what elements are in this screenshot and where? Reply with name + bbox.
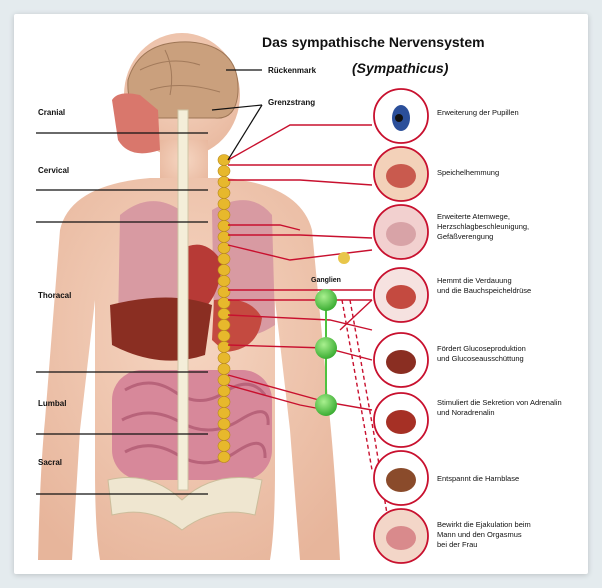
stomach-icon bbox=[374, 268, 428, 322]
effect-line: Herzschlagbeschleunigung, bbox=[437, 222, 587, 232]
effect-icons bbox=[374, 89, 428, 563]
ganglion-3 bbox=[315, 394, 337, 416]
chain-ganglion bbox=[218, 221, 230, 232]
effect-text: Erweiterung der Pupillen bbox=[437, 108, 587, 118]
ganglion-2 bbox=[315, 337, 337, 359]
effect-line: Fördert Glucoseproduktion bbox=[437, 344, 587, 354]
effect-text: Speichelhemmung bbox=[437, 168, 587, 178]
effect-line: Erweiterung der Pupillen bbox=[437, 108, 587, 118]
chain-ganglion bbox=[218, 419, 230, 430]
effect-line: und Noradrenalin bbox=[437, 408, 587, 418]
label-rueckenmark: Rückenmark bbox=[268, 66, 316, 75]
liver-icon bbox=[374, 333, 428, 387]
label-grenzstrang: Grenzstrang bbox=[268, 98, 315, 107]
chain-ganglion bbox=[218, 342, 230, 353]
label-ganglien: Ganglien bbox=[311, 277, 341, 284]
liver bbox=[110, 298, 212, 361]
effect-line: Entspannt die Harnblase bbox=[437, 474, 587, 484]
effect-text: Fördert Glucoseproduktionund Glucoseauss… bbox=[437, 344, 587, 364]
page-subtitle: (Sympathicus) bbox=[352, 60, 448, 76]
effect-text: Hemmt die Verdauungund die Bauchspeichel… bbox=[437, 276, 587, 296]
region-sacral: Sacral bbox=[38, 458, 62, 467]
region-cervical: Cervical bbox=[38, 166, 69, 175]
effect-line: Erweiterte Atemwege, bbox=[437, 212, 587, 222]
chain-ganglion bbox=[218, 287, 230, 298]
bladder-icon bbox=[374, 451, 428, 505]
effect-line: Stimuliert die Sekretion von Adrenalin bbox=[437, 398, 587, 408]
effect-text: Entspannt die Harnblase bbox=[437, 474, 587, 484]
chain-ganglion bbox=[218, 243, 230, 254]
chain-ganglion bbox=[218, 188, 230, 199]
chain-ganglion bbox=[218, 430, 230, 441]
chain-ganglion bbox=[218, 364, 230, 375]
chain-ganglion bbox=[218, 199, 230, 210]
effect-line: Gefäßverengung bbox=[437, 232, 587, 242]
chain-ganglion bbox=[218, 441, 230, 452]
effect-line: Hemmt die Verdauung bbox=[437, 276, 587, 286]
effect-line: bei der Frau bbox=[437, 540, 587, 550]
chain-ganglion bbox=[218, 408, 230, 419]
effect-text: Stimuliert die Sekretion von Adrenalinun… bbox=[437, 398, 587, 418]
spinal-cord bbox=[178, 110, 188, 490]
small-ganglion bbox=[338, 252, 350, 264]
chain-ganglion bbox=[218, 452, 230, 463]
mouth-icon bbox=[374, 147, 428, 201]
intestines bbox=[112, 370, 272, 480]
effect-line: und Glucoseausschüttung bbox=[437, 354, 587, 364]
chain-ganglion bbox=[218, 254, 230, 265]
chain-ganglion bbox=[218, 375, 230, 386]
chain-ganglion bbox=[218, 298, 230, 309]
chain-ganglion bbox=[218, 276, 230, 287]
lungs-icon bbox=[374, 205, 428, 259]
effect-line: Speichelhemmung bbox=[437, 168, 587, 178]
chain-ganglion bbox=[218, 166, 230, 177]
effect-line: und die Bauchspeicheldrüse bbox=[437, 286, 587, 296]
page-title: Das sympathische Nervensystem bbox=[262, 34, 485, 50]
chain-ganglion bbox=[218, 397, 230, 408]
chain-ganglion bbox=[218, 309, 230, 320]
chain-ganglion bbox=[218, 210, 230, 221]
effect-text: Erweiterte Atemwege,Herzschlagbeschleuni… bbox=[437, 212, 587, 242]
chain-ganglion bbox=[218, 320, 230, 331]
kidney-icon bbox=[374, 393, 428, 447]
chain-ganglion bbox=[218, 386, 230, 397]
effect-line: Mann und den Orgasmus bbox=[437, 530, 587, 540]
eye-icon bbox=[374, 89, 428, 143]
region-cranial: Cranial bbox=[38, 108, 65, 117]
ganglion-1 bbox=[315, 289, 337, 311]
reproductive-icon bbox=[374, 509, 428, 563]
chain-ganglion bbox=[218, 177, 230, 188]
chain-ganglion bbox=[218, 232, 230, 243]
effect-text: Bewirkt die Ejakulation beimMann und den… bbox=[437, 520, 587, 550]
chain-ganglion bbox=[218, 331, 230, 342]
chain-ganglion bbox=[218, 265, 230, 276]
chain-ganglion bbox=[218, 353, 230, 364]
region-thoracal: Thoracal bbox=[38, 291, 71, 300]
region-lumbal: Lumbal bbox=[38, 399, 66, 408]
effect-line: Bewirkt die Ejakulation beim bbox=[437, 520, 587, 530]
